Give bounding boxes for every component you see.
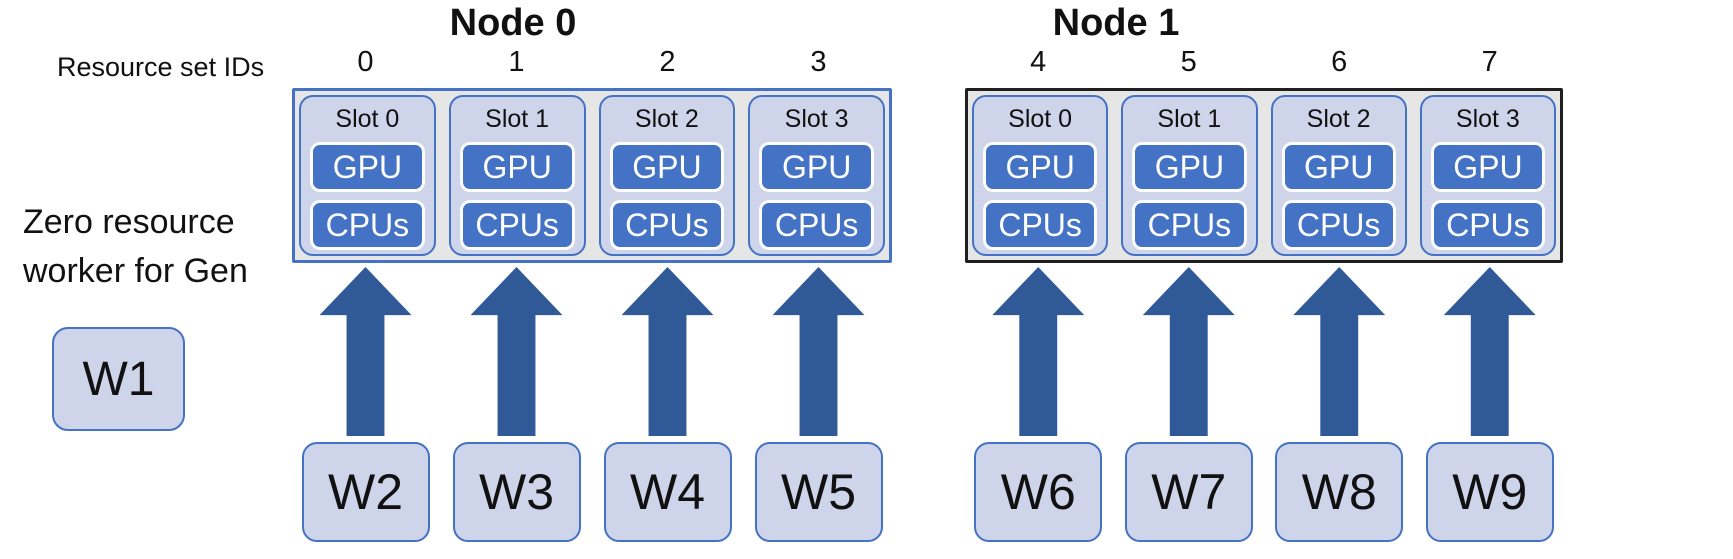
slot-label: Slot 2: [1306, 105, 1371, 133]
slot-label: Slot 0: [335, 105, 400, 133]
up-arrow-icon: [992, 267, 1085, 436]
arrow-cell: [750, 267, 887, 436]
slot: Slot 1 GPU CPUs: [1121, 95, 1258, 256]
zero-resource-annotation: Zero resource worker for Gen: [23, 198, 248, 296]
resource-set-id: 4: [1030, 46, 1047, 78]
gpu-box: GPU: [983, 142, 1098, 192]
cpus-box: CPUs: [1430, 200, 1545, 250]
node-1-title: Node 1: [1052, 2, 1180, 44]
worker-box: W8: [1275, 442, 1404, 542]
slot: Slot 2 GPU CPUs: [598, 95, 736, 256]
resource-set-id: 5: [1180, 46, 1197, 78]
worker-cell: W6: [970, 442, 1107, 542]
up-arrow-icon: [1443, 267, 1536, 436]
worker-cell: W9: [1422, 442, 1559, 542]
up-arrow-icon: [1293, 267, 1386, 436]
cpus-box: CPUs: [609, 200, 725, 250]
node-0-workers-row: W2 W3 W4 W5: [297, 442, 887, 542]
up-arrow-icon: [470, 267, 563, 436]
resource-set-id: 7: [1481, 46, 1498, 78]
worker-box: W2: [301, 442, 430, 542]
slot: Slot 3 GPU CPUs: [1419, 95, 1556, 256]
up-arrow-icon: [1142, 267, 1235, 436]
slot-label: Slot 1: [1157, 105, 1222, 133]
worker-box: W3: [452, 442, 581, 542]
cpus-box: CPUs: [310, 200, 425, 250]
cpus-box: CPUs: [759, 200, 874, 250]
gpu-box: GPU: [609, 142, 725, 192]
gpu-box: GPU: [759, 142, 874, 192]
slot-label: Slot 3: [784, 105, 849, 133]
zero-resource-worker-box: W1: [52, 327, 185, 431]
annotation-line: worker for Gen: [23, 252, 248, 290]
gpu-box: GPU: [459, 142, 575, 192]
worker-box: W9: [1425, 442, 1554, 542]
resource-set-id: 3: [810, 46, 827, 78]
node-1-resource-set-ids-row: 4 5 6 7: [970, 46, 1558, 79]
worker-box: W6: [974, 442, 1103, 542]
resource-set-id: 6: [1331, 46, 1348, 78]
cpus-box: CPUs: [1281, 200, 1396, 250]
worker-box: W5: [754, 442, 883, 542]
cpus-box: CPUs: [459, 200, 575, 250]
up-arrow-icon: [772, 267, 865, 436]
arrow-cell: [297, 267, 434, 436]
worker-cell: W7: [1121, 442, 1258, 542]
slot: Slot 0 GPU CPUs: [299, 95, 436, 256]
annotation-line: Zero resource: [23, 203, 235, 241]
slot: Slot 2 GPU CPUs: [1270, 95, 1407, 256]
node-1-box: Slot 0 GPU CPUs Slot 1 GPU CPUs Slot 2 G…: [965, 88, 1563, 263]
arrow-cell: [1271, 267, 1408, 436]
resource-set-id: 1: [508, 46, 525, 78]
node-1-column: 4 5 6 7 Slot 0 GPU CPUs Slot 1 GPU CPUs …: [965, 0, 1563, 559]
node-0-resource-set-ids-row: 0 1 2 3: [297, 46, 887, 79]
up-arrow-icon: [621, 267, 714, 436]
worker-cell: W2: [297, 442, 434, 542]
slot: Slot 0 GPU CPUs: [972, 95, 1109, 256]
cpus-box: CPUs: [1132, 200, 1247, 250]
slot: Slot 3 GPU CPUs: [748, 95, 885, 256]
worker-cell: W8: [1271, 442, 1408, 542]
slot-label: Slot 2: [634, 105, 699, 133]
resource-set-ids-label: Resource set IDs: [57, 52, 265, 82]
slot-label: Slot 0: [1008, 105, 1073, 133]
node-0-arrows-row: [297, 267, 887, 436]
worker-cell: W3: [448, 442, 585, 542]
gpu-box: GPU: [310, 142, 425, 192]
gpu-box: GPU: [1132, 142, 1247, 192]
up-arrow-icon: [319, 267, 412, 436]
node-0-title: Node 0: [449, 2, 577, 44]
worker-box: W7: [1124, 442, 1253, 542]
node-1-workers-row: W6 W7 W8 W9: [970, 442, 1558, 542]
cpus-box: CPUs: [983, 200, 1098, 250]
gpu-box: GPU: [1281, 142, 1396, 192]
resource-set-id: 0: [357, 46, 374, 78]
slot-label: Slot 3: [1455, 105, 1520, 133]
node-1-arrows-row: [970, 267, 1558, 436]
gpu-box: GPU: [1430, 142, 1545, 192]
arrow-cell: [1121, 267, 1258, 436]
node-0-box: Slot 0 GPU CPUs Slot 1 GPU CPUs Slot 2 G…: [292, 88, 892, 263]
arrow-cell: [448, 267, 585, 436]
worker-box: W4: [603, 442, 732, 542]
worker-cell: W5: [750, 442, 887, 542]
arrow-cell: [970, 267, 1107, 436]
arrow-cell: [599, 267, 736, 436]
node-0-column: 0 1 2 3 Slot 0 GPU CPUs Slot 1 GPU CPUs …: [292, 0, 892, 559]
worker-cell: W4: [599, 442, 736, 542]
arrow-cell: [1422, 267, 1559, 436]
slot-label: Slot 1: [485, 105, 550, 133]
slot: Slot 1 GPU CPUs: [448, 95, 586, 256]
resource-set-id: 2: [659, 46, 676, 78]
